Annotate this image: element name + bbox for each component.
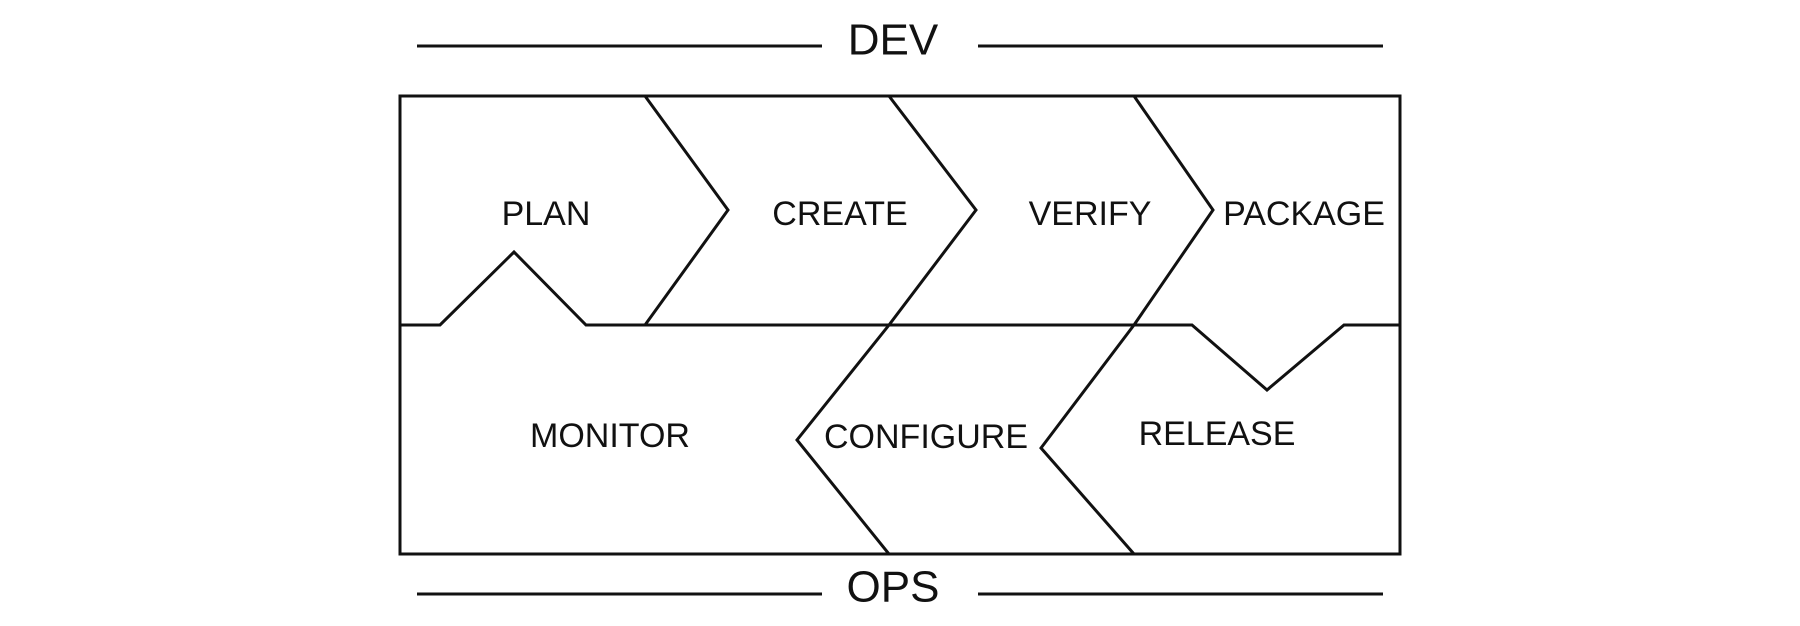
middle-divider bbox=[400, 249, 1400, 392]
chevron-create-verify bbox=[887, 95, 978, 326]
stage-configure: CONFIGURE bbox=[824, 418, 1028, 456]
stage-create: CREATE bbox=[772, 195, 907, 233]
dev-label: DEV bbox=[848, 16, 939, 65]
stage-release: RELEASE bbox=[1139, 415, 1296, 453]
chevron-plan-create bbox=[643, 95, 730, 326]
stage-monitor: MONITOR bbox=[530, 417, 690, 455]
chevron-monitor-configure bbox=[795, 324, 891, 555]
chevron-verify-package bbox=[1132, 95, 1215, 326]
chevron-configure-release bbox=[1039, 324, 1136, 555]
stage-plan: PLAN bbox=[502, 195, 591, 233]
stage-verify: VERIFY bbox=[1029, 195, 1152, 233]
ops-label: OPS bbox=[847, 563, 940, 612]
stage-package: PACKAGE bbox=[1223, 195, 1385, 233]
